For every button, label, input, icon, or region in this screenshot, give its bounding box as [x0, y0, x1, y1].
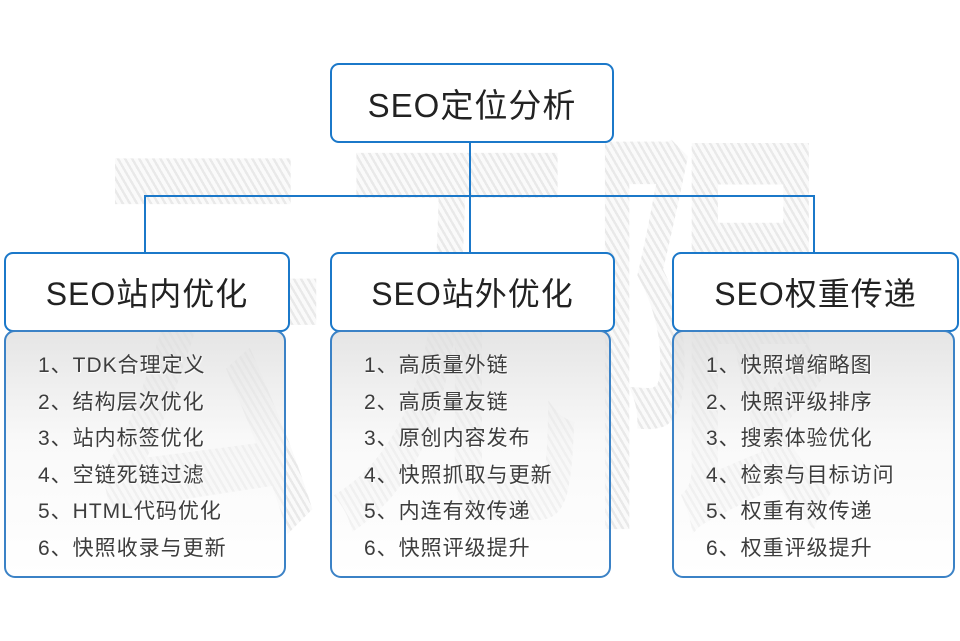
list-item: 4、检索与目标访问: [706, 463, 895, 487]
list-panel-offsite: 1、高质量外链 2、高质量友链 3、原创内容发布 4、快照抓取与更新 5、内连有…: [330, 330, 611, 578]
connector-left-drop-line: [144, 195, 146, 253]
list-item: 2、快照评级排序: [706, 390, 873, 414]
column-header-label: SEO权重传递: [714, 276, 917, 312]
connector-horizontal-line: [144, 195, 815, 197]
column-header-label: SEO站内优化: [45, 276, 249, 312]
column-header-onsite: SEO站内优化: [4, 252, 290, 332]
list-item: 1、TDK合理定义: [38, 354, 206, 377]
list-panel-onsite: 1、TDK合理定义 2、结构层次优化 3、站内标签优化 4、空链死链过滤 5、H…: [4, 330, 286, 578]
list-item: 3、搜索体验优化: [706, 427, 873, 450]
column-header-offsite: SEO站外优化: [330, 252, 615, 332]
list-item: 2、高质量友链: [364, 390, 509, 414]
list-item: 5、权重有效传递: [706, 500, 873, 523]
list-item: 3、原创内容发布: [364, 427, 531, 450]
list-item: 3、站内标签优化: [38, 427, 205, 450]
root-node-label: SEO定位分析: [367, 87, 577, 124]
list-item: 4、空链死链过滤: [38, 463, 205, 487]
column-header-label: SEO站外优化: [371, 276, 574, 312]
list-item: 5、HTML代码优化: [38, 500, 222, 523]
list-item: 6、快照评级提升: [364, 536, 531, 560]
list-item: 5、内连有效传递: [364, 500, 531, 523]
list-item: 1、快照增缩略图: [706, 354, 873, 377]
root-node-seo-positioning: SEO定位分析: [330, 63, 614, 143]
list-item: 1、高质量外链: [364, 354, 509, 377]
list-item: 2、结构层次优化: [38, 390, 205, 414]
list-item: 6、快照收录与更新: [38, 536, 227, 560]
connector-right-drop-line: [813, 195, 815, 252]
list-item: 6、权重评级提升: [706, 536, 873, 560]
list-panel-weight: 1、快照增缩略图 2、快照评级排序 3、搜索体验优化 4、检索与目标访问 5、权…: [672, 330, 955, 578]
column-header-weight: SEO权重传递: [672, 252, 959, 332]
list-item: 4、快照抓取与更新: [364, 463, 553, 487]
